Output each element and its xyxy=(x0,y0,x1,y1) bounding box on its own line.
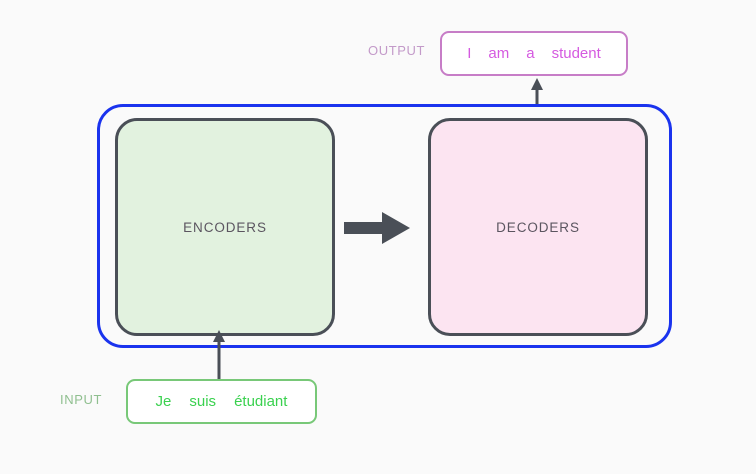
output-token: am xyxy=(488,45,510,62)
output-token: I xyxy=(467,45,472,62)
input-token: étudiant xyxy=(234,393,288,410)
input-label: INPUT xyxy=(60,392,102,407)
encoders-block: ENCODERS xyxy=(115,118,335,336)
input-token: Je xyxy=(155,393,172,410)
input-to-encoders-arrow-icon xyxy=(213,330,225,380)
encoders-label: ENCODERS xyxy=(183,219,267,235)
input-token-list: Je suis étudiant xyxy=(156,393,288,410)
output-token: a xyxy=(526,45,535,62)
decoders-to-output-arrow-icon xyxy=(531,78,543,106)
output-token: student xyxy=(551,45,601,62)
decoders-block: DECODERS xyxy=(428,118,648,336)
output-token-list: I am a student xyxy=(467,45,601,62)
input-token: suis xyxy=(189,393,217,410)
decoders-label: DECODERS xyxy=(496,219,580,235)
input-box: Je suis étudiant xyxy=(126,379,317,424)
output-box: I am a student xyxy=(440,31,628,76)
output-label: OUTPUT xyxy=(368,43,426,58)
encoders-to-decoders-arrow-icon xyxy=(344,212,410,244)
